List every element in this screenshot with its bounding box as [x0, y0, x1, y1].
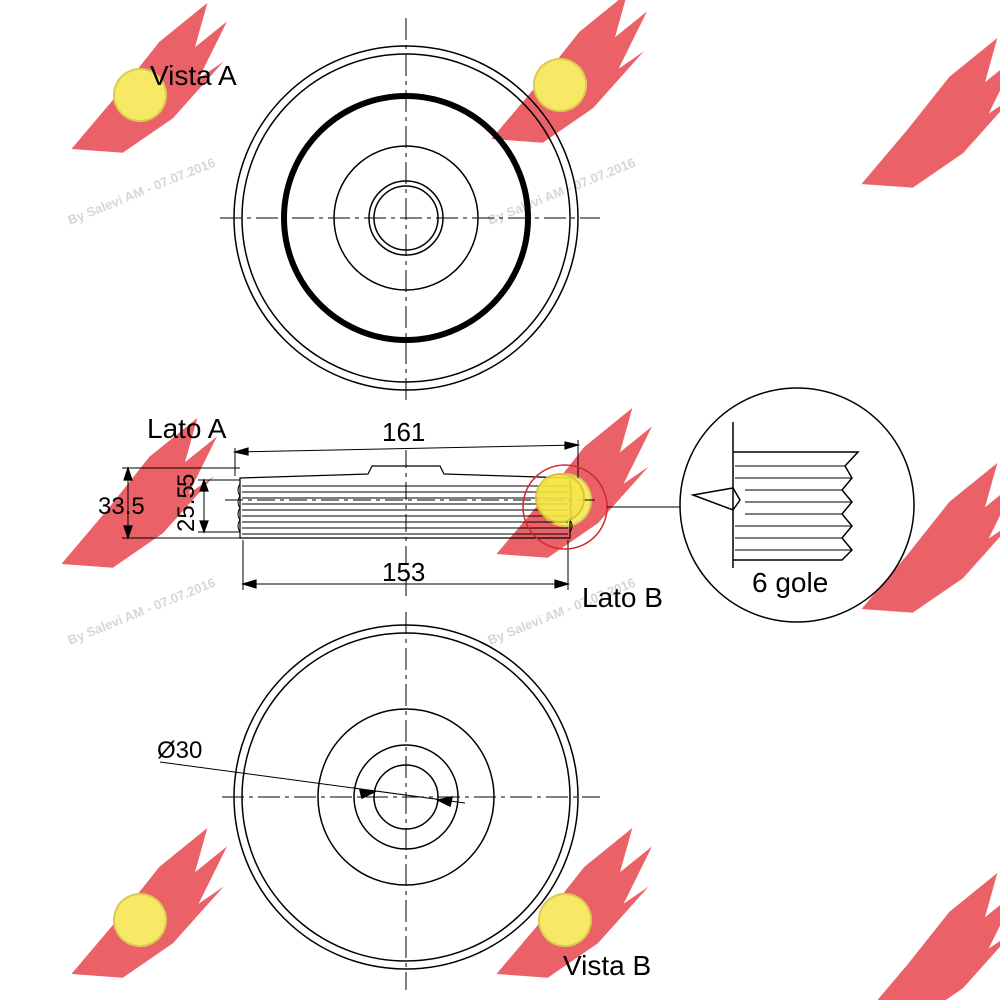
dim-25-value: 25.5 [173, 485, 200, 532]
dim-5-value: 5 [173, 474, 200, 487]
dim-33-arrow-top [123, 466, 133, 481]
hub-ring [317, 708, 495, 886]
damper-ring [281, 93, 531, 343]
bore-outer [368, 180, 444, 256]
view-a [220, 18, 600, 400]
watermark-stamp [71, 827, 228, 978]
dim-25-arrow-top [199, 478, 209, 492]
diameter-leader [159, 761, 466, 804]
watermark-stamp [491, 0, 648, 143]
bore-inner [373, 185, 439, 251]
outer-rim [233, 624, 579, 970]
label-grooves: 6 gole [752, 567, 828, 598]
label-vista-a: Vista A [150, 60, 237, 91]
belt-grooves [242, 485, 568, 535]
detail-notch [690, 487, 741, 511]
pulley-body [239, 465, 571, 539]
diameter-arrow [435, 796, 453, 808]
groove-wave-left [237, 483, 241, 533]
dim-33-arrow-bottom [123, 525, 133, 540]
view-b [159, 612, 600, 990]
outer-rim [233, 45, 579, 391]
dim-25-arrow-bottom [199, 520, 209, 534]
dim-153-arrow-left [240, 579, 257, 589]
dim-bore-diameter: Ø30 [157, 737, 202, 764]
dim-33-value: 33.5 [98, 493, 145, 520]
detail-groove-lines [735, 465, 852, 551]
watermark-badge-overlay [535, 473, 585, 523]
watermark-stamp [861, 872, 1000, 1000]
watermark-stamp [61, 417, 218, 568]
diameter-arrow-inner [359, 789, 377, 800]
watermark-author: By Salevi AM - 07.07.2016 [66, 155, 218, 228]
detail-circle [679, 387, 915, 623]
dim-161-arrow-right [564, 441, 581, 450]
label-lato-a: Lato A [147, 413, 227, 444]
label-vista-b: Vista B [563, 950, 651, 981]
watermark-stamp [861, 462, 1000, 613]
watermark-stamp [71, 2, 228, 153]
rim-inner [241, 53, 571, 383]
dim-153-arrow-right [554, 579, 571, 589]
rim-inner [241, 632, 571, 962]
watermark-stamp [861, 37, 1000, 188]
dim-161-value: 161 [382, 417, 425, 447]
hub-ring [333, 145, 479, 291]
dim-161-line [234, 444, 579, 453]
groove-detail [679, 387, 915, 623]
watermark-stamp [496, 827, 653, 978]
dim-153-value: 153 [382, 557, 425, 587]
detail-groove-profile [733, 451, 860, 561]
bore [373, 764, 439, 830]
dim-161-arrow-left [232, 447, 249, 456]
hub-inner [353, 744, 459, 850]
watermark-author: By Salevi AM - 07.07.2016 [66, 575, 218, 648]
label-lato-b: Lato B [582, 582, 663, 613]
